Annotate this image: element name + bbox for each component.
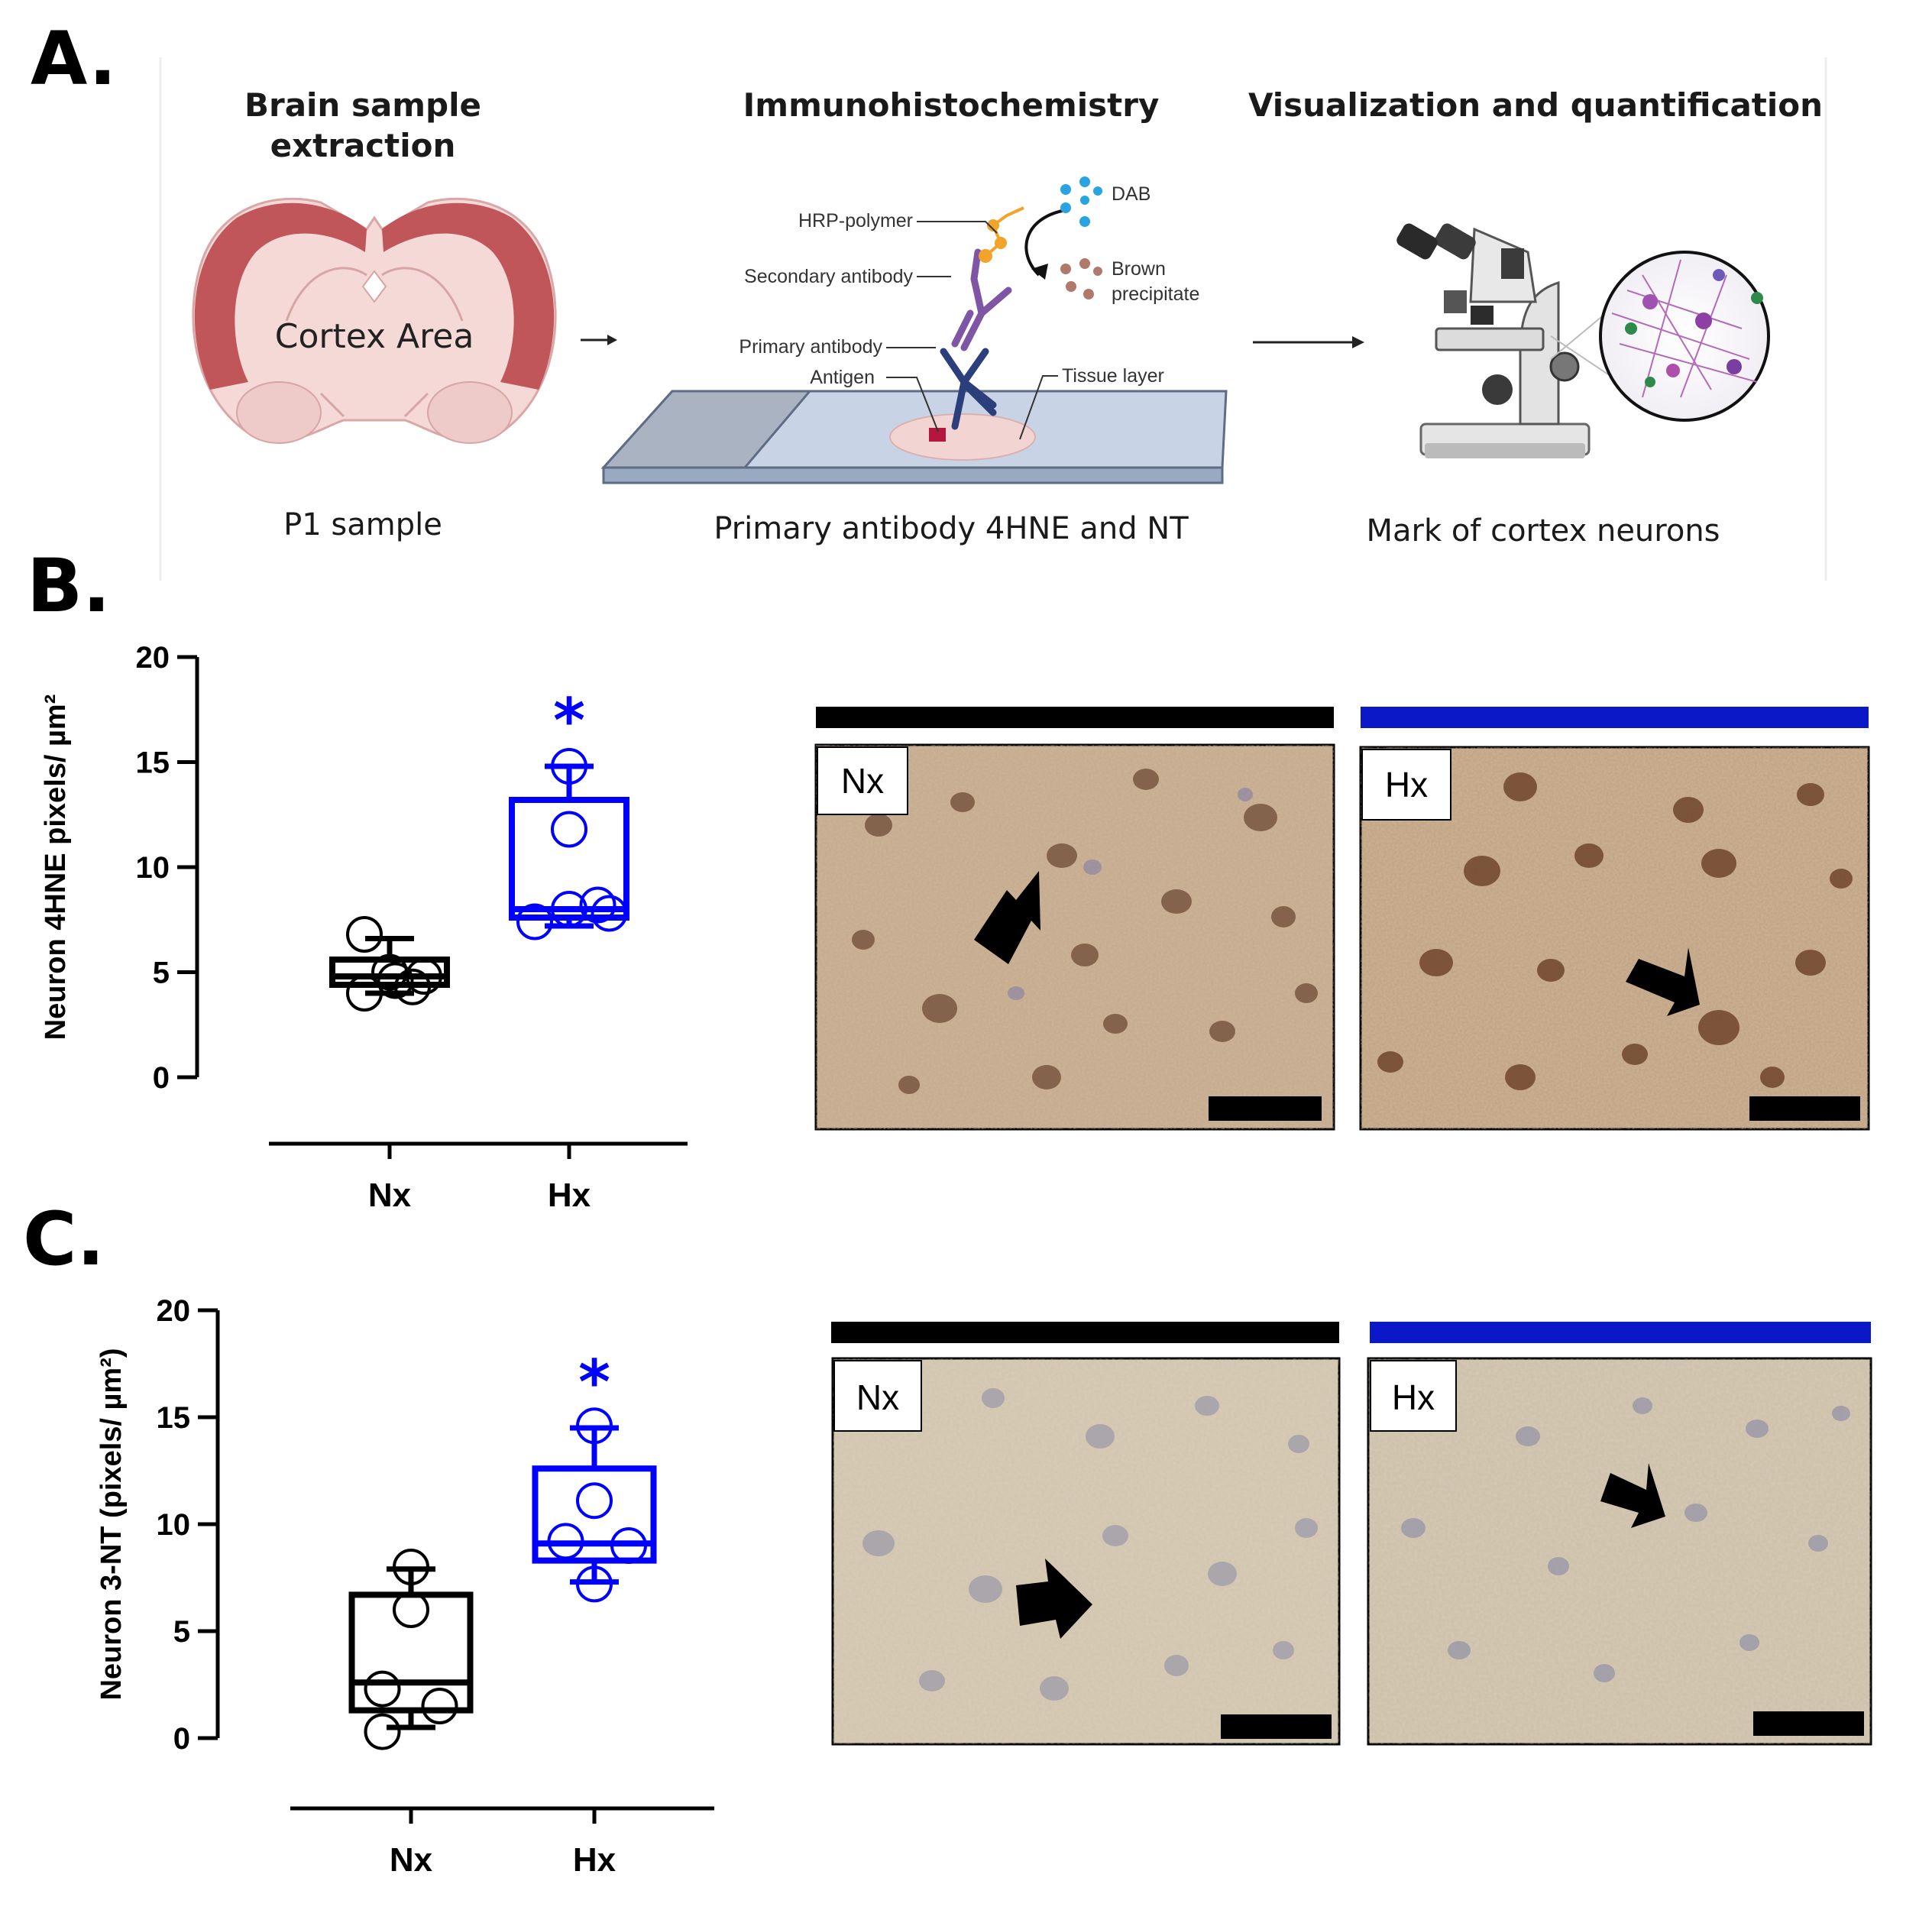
micro-c-nx-label-box xyxy=(833,1360,922,1432)
y-tick-label: 20 xyxy=(136,641,170,675)
stage-3-caption: Mark of cortex neurons xyxy=(1366,513,1720,549)
arrow-1-head xyxy=(607,335,617,345)
hrp-polymer-label: HRP-polymer xyxy=(798,210,913,231)
microscope-illustration xyxy=(1396,223,1770,458)
data-point xyxy=(377,962,414,999)
micro-c-nx-label: Nx xyxy=(856,1377,899,1417)
antigen-label: Antigen xyxy=(810,367,875,388)
y-tick-label: 0 xyxy=(173,1722,190,1756)
data-point xyxy=(393,1591,429,1628)
data-point xyxy=(547,1523,584,1560)
y-tick-label: 15 xyxy=(157,1401,191,1435)
box-iqr xyxy=(509,797,629,921)
dab-label: DAB xyxy=(1112,183,1150,205)
stage-2-title: Immunohistochemistry xyxy=(743,86,1160,124)
y-tick-label: 15 xyxy=(136,746,170,780)
micro-c-hx-label-box xyxy=(1370,1360,1457,1432)
precipitate-label: precipitate xyxy=(1112,283,1199,305)
cortex-area-label: Cortex Area xyxy=(275,317,474,356)
hx-group-bar-b xyxy=(1361,707,1869,728)
micro-b-hx-label: Hx xyxy=(1385,765,1428,804)
data-point xyxy=(393,1549,429,1585)
y-tick-label: 10 xyxy=(157,1508,191,1542)
stage-1-title-line-1: Brain sample xyxy=(244,86,481,124)
data-point xyxy=(551,811,587,848)
data-point xyxy=(346,916,383,953)
data-point xyxy=(610,1527,647,1564)
stage-2-caption: Primary antibody 4HNE and NT xyxy=(714,511,1189,546)
micro-b-nx-label: Nx xyxy=(841,761,884,801)
y-tick-label: 20 xyxy=(157,1294,191,1328)
data-point xyxy=(579,886,616,924)
data-point xyxy=(551,748,587,785)
data-point xyxy=(346,975,383,1012)
primary-antibody-label: Primary antibody xyxy=(739,336,882,358)
micro-b-nx-label-box xyxy=(817,746,908,815)
y-axis-title: Neuron 3-NT (pixels/ µm²) xyxy=(95,1348,128,1700)
y-axis-title: Neuron 4HNE pixels/ µm² xyxy=(40,694,72,1041)
y-tick-label: 10 xyxy=(136,851,170,885)
stage-1-caption: P1 sample xyxy=(283,507,442,542)
secondary-antibody-label: Secondary antibody xyxy=(744,266,913,287)
box-iqr xyxy=(348,1591,474,1714)
x-tick-label: Hx xyxy=(548,1177,591,1214)
data-point xyxy=(406,958,442,995)
nx-group-bar-b xyxy=(816,707,1334,728)
data-point xyxy=(364,1713,401,1750)
stage-3-title: Visualization and quantification xyxy=(1248,86,1823,124)
y-tick-label: 5 xyxy=(153,957,170,990)
data-point xyxy=(364,1670,401,1708)
tissue-layer-label: Tissue layer xyxy=(1062,365,1164,387)
y-tick-label: 5 xyxy=(173,1615,190,1649)
data-point xyxy=(576,1482,613,1520)
x-tick-label: Hx xyxy=(573,1841,616,1879)
arrow-2-head xyxy=(1352,336,1364,348)
stage-1-title-line-2: extraction xyxy=(270,127,456,164)
brain-section-illustration xyxy=(192,197,557,444)
panel-c-letter: C. xyxy=(23,1196,105,1282)
micro-c-hx-label: Hx xyxy=(1392,1377,1435,1417)
data-point xyxy=(576,1565,613,1603)
micrograph-c-nx xyxy=(831,1357,1341,1746)
panel-b-letter: B. xyxy=(27,543,111,629)
x-tick-label: Nx xyxy=(390,1841,433,1879)
ihc-slide-illustration xyxy=(600,176,1228,484)
data-point xyxy=(516,903,553,940)
y-tick-label: 0 xyxy=(153,1061,170,1095)
panel-a-letter: A. xyxy=(31,16,117,102)
data-point xyxy=(576,1407,613,1445)
micro-b-hx-label-box xyxy=(1361,749,1451,821)
nx-group-bar-c xyxy=(831,1322,1339,1343)
data-point xyxy=(551,891,587,927)
data-point xyxy=(394,968,431,1005)
x-tick-label: Nx xyxy=(368,1177,412,1214)
hx-group-bar-c xyxy=(1370,1322,1871,1343)
data-point xyxy=(591,895,628,932)
data-point xyxy=(421,1688,458,1724)
brown-label: Brown xyxy=(1112,258,1166,280)
significance-star: * xyxy=(578,1347,610,1418)
significance-star: * xyxy=(553,685,585,756)
